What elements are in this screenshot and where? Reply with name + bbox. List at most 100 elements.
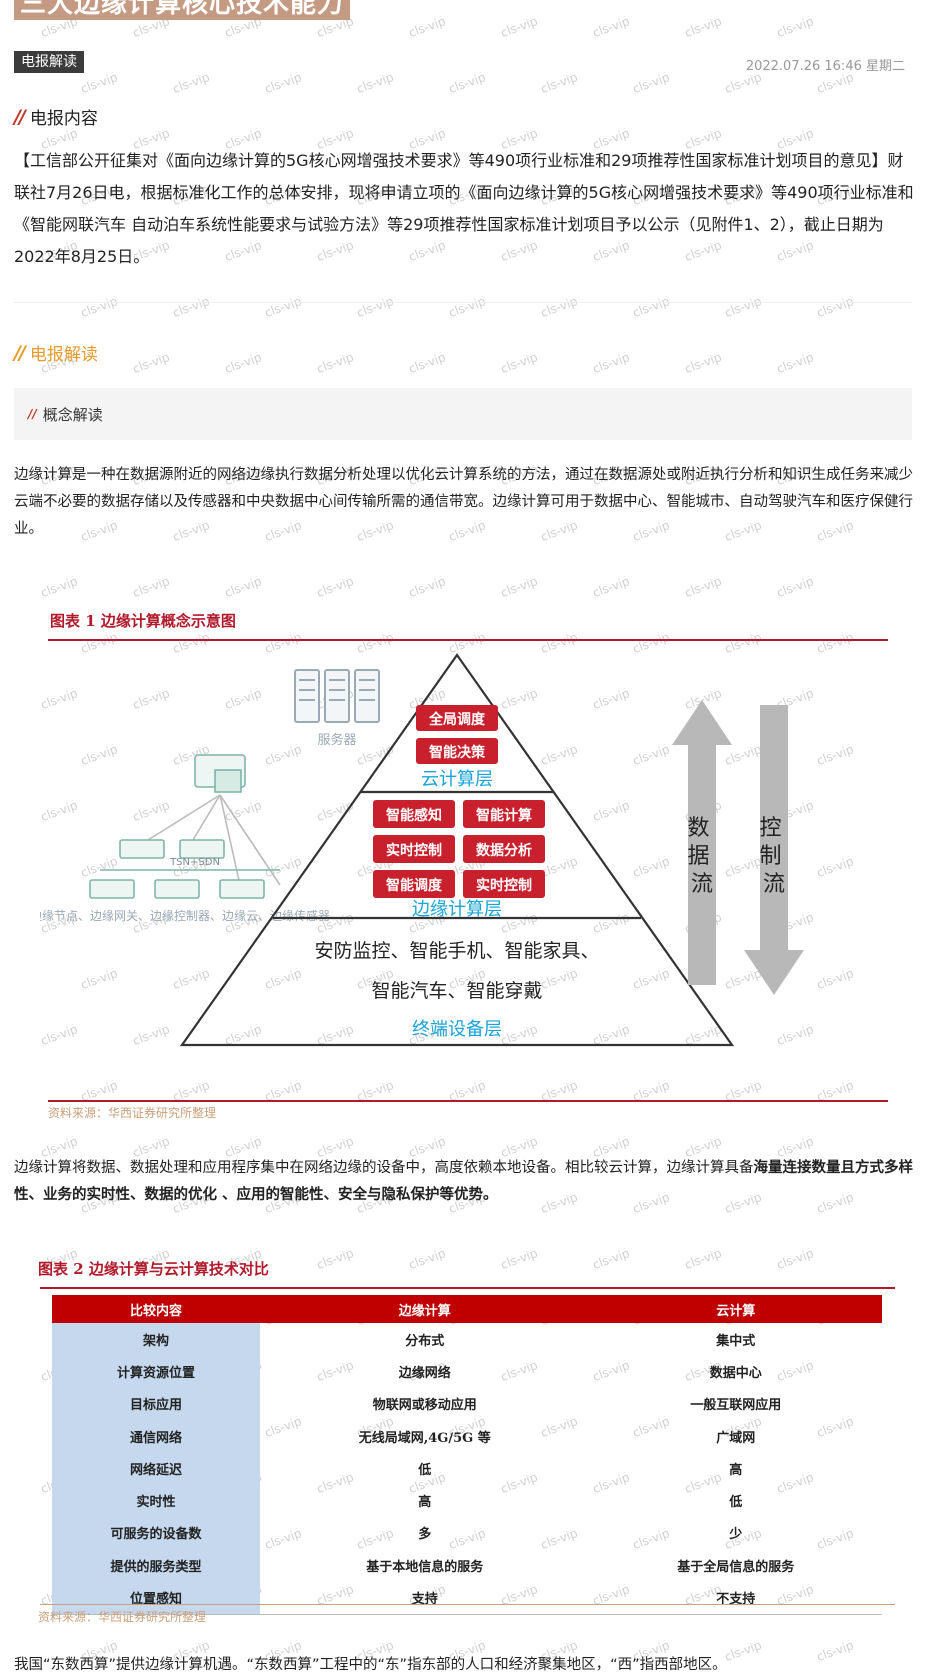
table-row: 计算资源位置边缘网络数据中心 <box>52 1355 882 1388</box>
section-heading-content: // 电报内容 <box>14 104 98 130</box>
watermark-text: cls-vip <box>446 293 488 321</box>
tsn-sdn-label: TSN+SDN <box>169 857 220 868</box>
pyramid-diagram <box>179 653 735 1047</box>
watermark-text: cls-vip <box>354 293 396 321</box>
cloud-item-box <box>416 738 498 764</box>
watermark-text: cls-vip <box>406 349 448 377</box>
figure1-bottom-line <box>48 1100 888 1102</box>
watermark-text: cls-vip <box>314 349 356 377</box>
figure2-top-line <box>40 1287 895 1289</box>
table-cell: 低 <box>418 1462 432 1478</box>
watermark-text: cls-vip <box>406 1245 448 1273</box>
watermark-text: cls-vip <box>630 69 672 97</box>
table-header-cell: 比较内容 <box>52 1295 260 1323</box>
watermark-text: cls-vip <box>354 69 396 97</box>
watermark-text: cls-vip <box>406 573 448 601</box>
section-heading-interpretation: // 电报解读 <box>14 340 98 366</box>
category-tag[interactable]: 电报解读 <box>14 51 84 73</box>
data-flow-char: 数 <box>687 816 709 841</box>
watermark-text: cls-vip <box>774 1245 816 1273</box>
table-cell: 不支持 <box>589 1581 882 1615</box>
cloud-layer-label: 云计算层 <box>421 769 493 790</box>
table-cell: 广域网 <box>716 1430 756 1446</box>
control-flow-char: 控 <box>759 816 781 841</box>
watermark-text: cls-vip <box>682 1245 724 1273</box>
edge-item-box <box>463 800 545 828</box>
section-heading-label: 电报内容 <box>29 109 98 129</box>
table-row: 实时性高低 <box>52 1484 882 1517</box>
control-flow-arrow-icon <box>744 705 804 995</box>
watermark-text: cls-vip <box>78 293 120 321</box>
data-flow-char: 据 <box>687 844 709 869</box>
advantages-normal: 边缘计算将数据、数据处理和应用程序集中在网络边缘的设备中，高度依赖本地设备。相比… <box>14 1160 754 1176</box>
table-cell: 物联网或移动应用 <box>372 1398 477 1414</box>
control-flow-char: 流 <box>763 872 785 897</box>
comparison-table: 比较内容 边缘计算 云计算 架构分布式集中式计算资源位置边缘网络数据中心目标应用… <box>52 1295 882 1615</box>
edge-item-label: 数据分析 <box>476 842 532 859</box>
control-flow-char: 制 <box>759 844 781 869</box>
slash-decoration-icon: // <box>14 341 26 364</box>
watermark-text: cls-vip <box>170 293 212 321</box>
cloud-item-label: 智能决策 <box>428 744 486 761</box>
device-layer-line1: 安防监控、智能手机、智能家具、 <box>314 940 599 962</box>
figure1-title: 图表 1 边缘计算概念示意图 <box>50 612 236 630</box>
table-row: 目标应用 物联网或移动应用 一般互联网应用 <box>52 1387 882 1420</box>
table-cell: 无线局域网,4G/5G 等 <box>358 1430 491 1446</box>
watermark-text: cls-vip <box>130 349 172 377</box>
watermark-text: cls-vip <box>498 349 540 377</box>
table-cell: 边缘网络 <box>398 1365 451 1381</box>
table-row: 通信网络无线局域网,4G/5G 等广域网 <box>52 1419 882 1453</box>
table-cell: 目标应用 <box>52 1387 260 1420</box>
control-flow-label: 控 制 流 <box>759 816 788 897</box>
table-cell: 一般互联网应用 <box>690 1398 782 1414</box>
watermark-text: cls-vip <box>590 349 632 377</box>
edge-item-label: 智能计算 <box>475 807 532 824</box>
table-cell: 架构 <box>52 1323 260 1356</box>
server-label: 服务器 <box>317 732 356 748</box>
edge-item-box <box>463 870 545 898</box>
figure1-source: 资料来源：华西证券研究所整理 <box>48 1106 217 1120</box>
watermark-text: cls-vip <box>682 13 724 41</box>
table-header-cell: 边缘计算 <box>260 1295 590 1323</box>
cloud-item-label: 全局调度 <box>428 711 486 728</box>
watermark-text: cls-vip <box>774 573 816 601</box>
watermark-text: cls-vip <box>774 13 816 41</box>
figure2-bottom-line <box>40 1604 895 1605</box>
edge-layer-label: 边缘计算层 <box>412 899 502 920</box>
watermark-text: cls-vip <box>538 69 580 97</box>
table-cell: 提供的服务类型 <box>52 1549 260 1582</box>
footer-paragraph: 我国“东数西算”提供边缘计算机遇。“东数西算”工程中的“东”指东部的人口和经济聚… <box>14 1657 727 1673</box>
watermark-text: cls-vip <box>814 293 856 321</box>
telegram-content-text: 【工信部公开征集对《面向边缘计算的5G核心网增强技术要求》等490项行业标准和2… <box>14 151 914 266</box>
edge-network-icon <box>89 754 281 899</box>
table-cell: 基于本地信息的服务 <box>366 1559 484 1575</box>
figure1-top-line <box>48 639 888 641</box>
table-cell: 高 <box>729 1462 743 1478</box>
watermark-text: cls-vip <box>446 69 488 97</box>
device-layer-label: 终端设备层 <box>412 1019 502 1040</box>
table-cell: 网络延迟 <box>52 1452 260 1485</box>
slash-small-icon: // <box>28 407 37 421</box>
edge-item-label: 智能感知 <box>385 807 442 824</box>
advantages-bold: 海量连接数量且方式多样性、业务的实时性、数据的优化 、应用的智能性、安全与隐私保… <box>14 1160 913 1203</box>
watermark-text: cls-vip <box>630 293 672 321</box>
figure2-source: 资料来源：华西证券研究所整理 <box>38 1610 207 1624</box>
edge-item-box <box>373 870 455 898</box>
edge-item-box <box>373 835 455 863</box>
watermark-text: cls-vip <box>498 573 540 601</box>
watermark-text: cls-vip <box>314 1245 356 1273</box>
table-cell: 可服务的设备数 <box>52 1516 260 1550</box>
table-cell: 数据中心 <box>709 1365 762 1381</box>
edge-computing-diagram: 服务器 TSN+SDN 边缘节点、边缘网关、边缘控制器、边缘云、边缘传感器 全局… <box>40 653 804 1047</box>
watermark-text: cls-vip <box>314 573 356 601</box>
watermark-text: cls-vip <box>774 349 816 377</box>
watermark-text: cls-vip <box>722 293 764 321</box>
watermark-text: cls-vip <box>590 573 632 601</box>
concept-subheading-box: // 概念解读 <box>14 388 912 440</box>
table-row: 提供的服务类型基于本地信息的服务基于全局信息的服务 <box>52 1549 882 1582</box>
table-row: 网络延迟 低 高 <box>52 1452 882 1485</box>
table-cell: 低 <box>729 1495 743 1511</box>
figure2-title: 图表 2 边缘计算与云计算技术对比 <box>38 1260 269 1278</box>
article-title: 三大边缘计算核心技术能力 <box>14 0 351 20</box>
table-row: 可服务的设备数多少 <box>52 1516 882 1550</box>
